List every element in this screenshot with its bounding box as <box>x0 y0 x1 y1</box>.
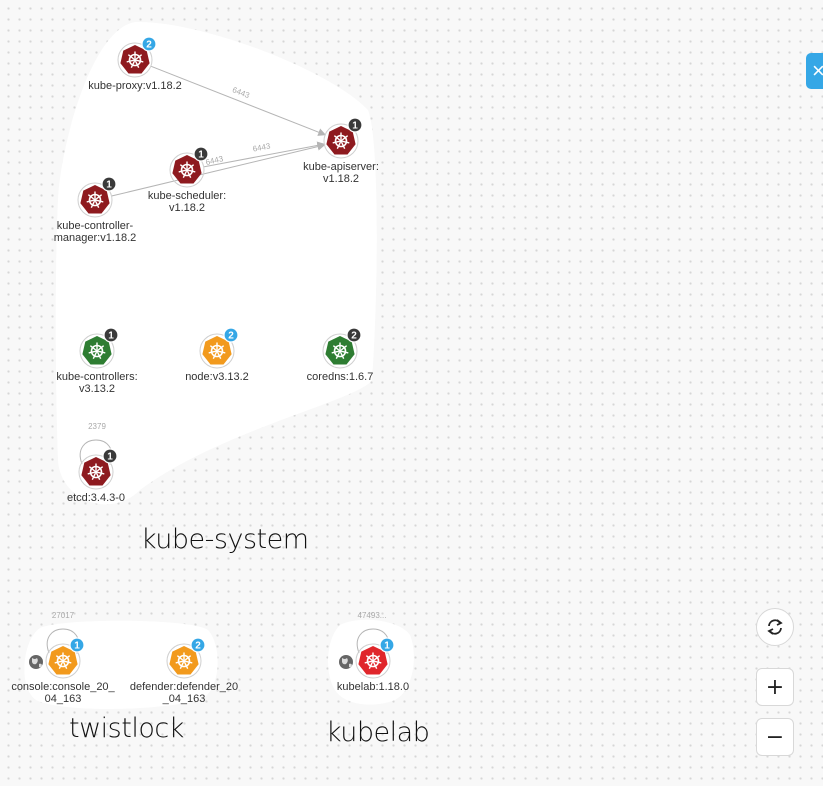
node-label-kube-proxy: kube-proxy:v1.18.2 <box>88 80 182 92</box>
edge-kube-controller-manager-to-kube-apiserver[interactable]: 6443 <box>111 142 326 197</box>
svg-text:2: 2 <box>146 40 152 51</box>
instance-count-badge: 2 <box>141 36 157 52</box>
node-defender[interactable]: 2 <box>166 637 206 679</box>
helm-wheel-icon <box>88 342 106 359</box>
node-label-console: console:console_20_ 04_163 <box>11 681 115 705</box>
helm-wheel-icon <box>208 342 226 359</box>
group-title-kubelab: kubelab <box>326 717 430 748</box>
helm-wheel-icon <box>86 191 104 208</box>
helm-wheel-icon <box>175 652 193 669</box>
instance-count-badge: 1 <box>347 117 363 133</box>
node-etcd[interactable]: 1 <box>78 448 118 490</box>
helm-wheel-icon <box>364 652 382 669</box>
svg-text:2: 2 <box>228 331 234 342</box>
svg-text:2: 2 <box>351 331 357 342</box>
refresh-layout-button[interactable] <box>756 608 794 646</box>
node-label-defender: defender:defender_20 _04_163 <box>129 681 239 705</box>
edge-port-label: 6443 <box>252 141 272 153</box>
node-label-kubelab: kubelab:1.18.0 <box>336 681 410 693</box>
svg-text:2: 2 <box>195 641 201 652</box>
group-title-twistlock: twistlock <box>69 713 184 744</box>
group-title-kube-system: kube-system <box>141 524 309 555</box>
edge-kube-scheduler-to-kube-apiserver[interactable]: 6443 <box>203 141 326 168</box>
instance-count-badge: 1 <box>193 146 209 162</box>
globe-icon <box>339 655 353 669</box>
node-node[interactable]: 2 <box>199 327 239 369</box>
helm-wheel-icon <box>178 161 196 178</box>
node-label-kube-apiserver: kube-apiserver: v1.18.2 <box>303 161 379 185</box>
helm-wheel-icon <box>87 463 105 480</box>
node-label-kube-controllers: kube-controllers: v3.13.2 <box>56 371 138 395</box>
helm-wheel-icon <box>126 51 144 68</box>
plus-icon: + <box>765 674 785 700</box>
instance-count-badge: 1 <box>69 637 85 653</box>
node-label-kube-scheduler: kube-scheduler: v1.18.2 <box>147 190 227 214</box>
svg-text:1: 1 <box>384 641 390 652</box>
node-kube-proxy[interactable]: 2 <box>117 36 157 78</box>
svg-text:1: 1 <box>108 331 114 342</box>
globe-icon <box>29 655 43 669</box>
close-icon: × <box>812 58 823 83</box>
instance-count-badge: 2 <box>346 327 362 343</box>
svg-text:1: 1 <box>107 452 113 463</box>
node-kube-apiserver[interactable]: 1 <box>323 117 363 159</box>
svg-text:1: 1 <box>352 121 358 132</box>
node-kube-controllers[interactable]: 1 <box>79 327 119 369</box>
minus-icon: − <box>765 724 785 750</box>
svg-text:1: 1 <box>106 180 112 191</box>
node-coredns[interactable]: 2 <box>322 327 362 369</box>
node-kubelab[interactable]: 1 <box>339 637 395 679</box>
instance-count-badge: 1 <box>103 327 119 343</box>
close-panel-button[interactable]: × <box>806 53 823 89</box>
helm-wheel-icon <box>331 342 349 359</box>
svg-text:1: 1 <box>74 641 80 652</box>
instance-count-badge: 1 <box>101 176 117 192</box>
node-kube-scheduler[interactable]: 1 <box>169 146 209 188</box>
edge-port-label: 27017 <box>52 611 75 620</box>
refresh-icon <box>767 619 783 635</box>
edge-port-label: 6443 <box>205 154 225 167</box>
node-label-node: node:v3.13.2 <box>185 371 249 383</box>
helm-wheel-icon <box>332 132 350 149</box>
helm-wheel-icon <box>54 652 72 669</box>
group-hull-kube-system <box>55 21 377 505</box>
instance-count-badge: 1 <box>379 637 395 653</box>
edge-port-label: 47493... <box>358 611 387 620</box>
node-kube-controller-manager[interactable]: 1 <box>77 176 117 218</box>
svg-text:1: 1 <box>198 150 204 161</box>
instance-count-badge: 2 <box>223 327 239 343</box>
zoom-in-button[interactable]: + <box>756 668 794 706</box>
instance-count-badge: 2 <box>190 637 206 653</box>
zoom-out-button[interactable]: − <box>756 718 794 756</box>
node-label-kube-controller-manager: kube-controller- manager:v1.18.2 <box>53 220 137 244</box>
node-console[interactable]: 1 <box>29 637 85 679</box>
instance-count-badge: 1 <box>102 448 118 464</box>
node-label-etcd: etcd:3.4.3-0 <box>66 492 126 504</box>
edge-port-label: 2379 <box>88 422 106 431</box>
node-label-coredns: coredns:1.6.7 <box>306 371 374 383</box>
